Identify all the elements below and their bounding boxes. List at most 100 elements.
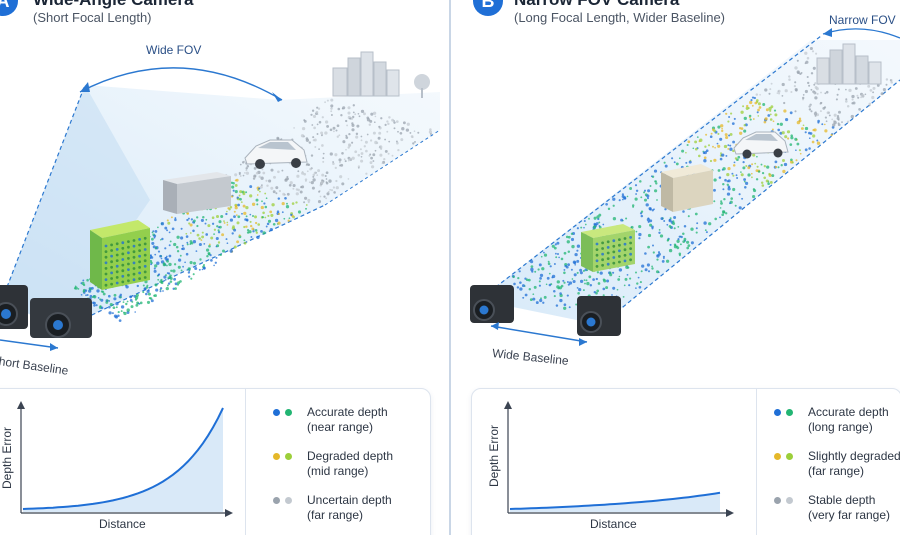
legend-line1: Accurate depth — [808, 405, 889, 419]
cloud-point — [234, 204, 238, 208]
cloud-point — [570, 232, 574, 235]
cloud-point — [245, 225, 248, 228]
cloud-point — [869, 89, 873, 92]
car-icon — [244, 139, 308, 169]
cloud-point — [102, 292, 106, 296]
cloud-point — [713, 188, 716, 192]
cloud-point — [113, 297, 117, 301]
cloud-point — [553, 290, 556, 293]
cloud-point — [351, 122, 354, 125]
cloud-point — [804, 131, 807, 134]
cloud-point — [258, 175, 261, 178]
cloud-point — [519, 281, 522, 284]
cloud-point — [174, 282, 178, 286]
cloud-point — [337, 107, 341, 111]
cloud-point — [627, 266, 630, 269]
cloud-point — [799, 152, 802, 155]
cloud-point — [373, 121, 376, 124]
cloud-point — [794, 88, 798, 92]
cloud-point — [351, 128, 355, 132]
cloud-point — [153, 234, 157, 238]
cloud-point — [179, 254, 182, 257]
cloud-point — [794, 110, 797, 113]
cloud-point — [239, 175, 242, 177]
cloud-point — [413, 130, 416, 132]
cloud-point — [683, 237, 687, 241]
cloud-point — [253, 174, 257, 178]
cloud-point — [291, 202, 295, 205]
cloud-point — [226, 221, 229, 224]
voxel-dot — [126, 251, 130, 255]
cloud-point — [796, 70, 800, 74]
cloud-point — [190, 218, 194, 221]
cloud-point — [352, 111, 355, 114]
cloud-point — [120, 310, 123, 313]
cloud-point — [758, 106, 762, 109]
cloud-point — [115, 306, 118, 309]
cloud-point — [379, 145, 383, 149]
cloud-point — [237, 203, 240, 207]
cloud-point — [679, 243, 682, 246]
cloud-point — [316, 106, 319, 109]
cloud-point — [745, 164, 748, 168]
cloud-point — [631, 204, 635, 207]
cloud-point — [699, 138, 703, 142]
voxel-dot — [606, 257, 610, 260]
cloud-point — [201, 268, 204, 271]
cloud-point — [325, 197, 328, 200]
cloud-point — [540, 297, 542, 300]
legend-dots-icon — [273, 453, 297, 463]
cloud-point — [213, 228, 217, 231]
cloud-point — [760, 181, 764, 184]
voxel-dot — [126, 245, 130, 249]
cloud-point — [215, 236, 219, 241]
cloud-point — [777, 128, 781, 132]
cloud-point — [678, 157, 681, 160]
cloud-point — [537, 268, 540, 271]
voxel-dot — [606, 246, 610, 249]
cloud-point — [335, 186, 339, 190]
cloud-point — [186, 241, 189, 244]
cloud-point — [816, 141, 821, 145]
cloud-point — [243, 225, 246, 229]
cloud-point — [790, 158, 793, 162]
cloud-point — [637, 276, 640, 279]
cloud-point — [789, 143, 793, 146]
cloud-point — [564, 264, 567, 268]
cloud-point — [810, 88, 813, 91]
stereo-camera-right — [577, 296, 621, 336]
cloud-point — [325, 178, 328, 180]
cloud-point — [872, 86, 876, 90]
cloud-point — [559, 292, 562, 295]
cloud-point — [330, 104, 334, 108]
voxel-dot — [595, 259, 599, 263]
cloud-point — [324, 131, 328, 135]
cloud-point — [312, 178, 316, 182]
cloud-point — [757, 102, 761, 106]
cloud-point — [152, 245, 156, 249]
cloud-point — [134, 311, 137, 313]
cloud-point — [229, 249, 233, 253]
cloud-point — [848, 88, 852, 93]
cloud-point — [572, 279, 576, 284]
cloud-point — [334, 153, 338, 157]
cloud-point — [669, 243, 672, 246]
cloud-point — [837, 118, 840, 121]
cloud-point — [551, 244, 555, 248]
cloud-point — [189, 261, 193, 265]
cloud-point — [223, 221, 226, 224]
cloud-point — [776, 122, 780, 126]
cloud-point — [734, 204, 737, 207]
cloud-point — [166, 229, 169, 232]
voxel-dot — [110, 254, 113, 258]
cloud-point — [287, 219, 290, 222]
cloud-point — [880, 92, 884, 96]
cloud-point — [592, 225, 597, 229]
cloud-point — [658, 229, 661, 231]
cloud-point — [383, 158, 386, 161]
cloud-point — [257, 223, 261, 226]
cloud-point — [329, 128, 333, 132]
cloud-point — [169, 274, 172, 277]
x-axis-arrowhead — [225, 509, 233, 517]
cloud-point — [673, 227, 676, 230]
